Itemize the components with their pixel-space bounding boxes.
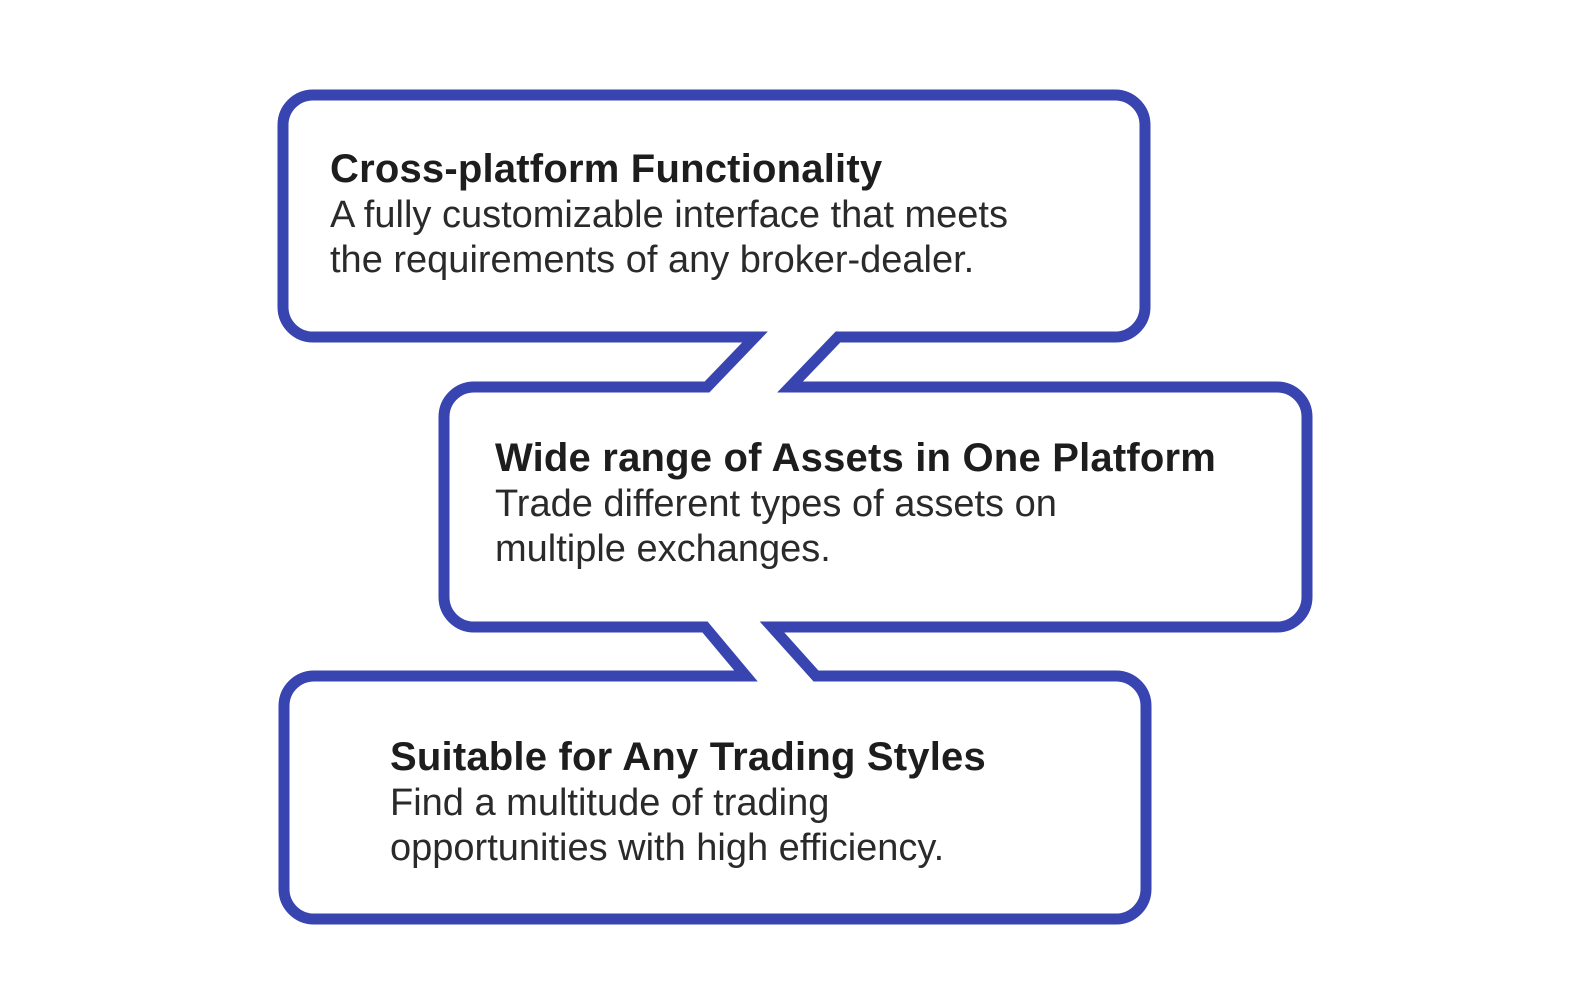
bubble-body-line: multiple exchanges. — [495, 528, 831, 570]
bubble-cross-platform: Cross-platform Functionality A fully cus… — [330, 145, 1008, 283]
bubble-title: Suitable for Any Trading Styles — [390, 735, 986, 779]
bubble-body-line: the requirements of any broker-dealer. — [330, 239, 975, 281]
bubble-wide-range-assets: Wide range of Assets in One Platform Tra… — [495, 434, 1216, 572]
bubble-title: Cross-platform Functionality — [330, 147, 883, 191]
speech-bubbles-path — [277, 89, 1313, 925]
bubble-body-line: A fully customizable interface that meet… — [330, 194, 1008, 236]
bubble-trading-styles: Suitable for Any Trading Styles Find a m… — [390, 733, 986, 871]
bubble-body-line: Trade different types of assets on — [495, 483, 1057, 525]
bubble-body-line: Find a multitude of trading — [390, 782, 830, 824]
bubble-body-line: opportunities with high efficiency. — [390, 827, 945, 869]
bubble-title: Wide range of Assets in One Platform — [495, 436, 1217, 480]
